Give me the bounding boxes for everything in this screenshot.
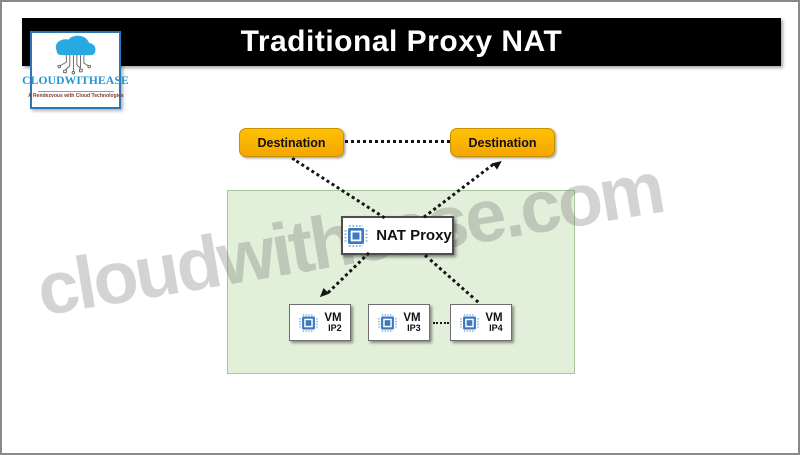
brand-logo: CLOUDWITHEASE A Rendezvous with Cloud Te… <box>22 31 129 109</box>
vm-node-ip4: VM IP4 <box>450 304 512 341</box>
vm-ip-label: IP2 <box>328 322 342 333</box>
vm-ip-label: IP3 <box>407 322 421 333</box>
connector-destination-to-destination <box>345 140 450 143</box>
arrowhead-icon <box>492 157 505 170</box>
nat-proxy-label: NAT Proxy <box>376 227 452 244</box>
brand-tagline: A Rendezvous with Cloud Technologies <box>27 92 124 99</box>
vm-label: VM <box>485 311 503 324</box>
chip-icon <box>299 313 319 332</box>
destination-label: Destination <box>468 135 537 150</box>
vm-label: VM <box>403 311 421 324</box>
chip-icon <box>344 224 368 247</box>
vm-node-ip2: VM IP2 <box>289 304 351 341</box>
chip-icon <box>460 313 480 332</box>
vm-label: VM <box>324 311 342 324</box>
title-bar: Traditional Proxy NAT <box>22 18 781 66</box>
cloud-circuit-icon <box>55 35 95 75</box>
destination-node-right: Destination <box>450 128 555 157</box>
nat-proxy-node: NAT Proxy <box>341 216 454 255</box>
vm-ip-label: IP4 <box>489 322 503 333</box>
brand-name: CLOUDWITHEASE <box>22 75 129 87</box>
logo-divider <box>37 90 114 92</box>
chip-icon <box>378 313 398 332</box>
page-title: Traditional Proxy NAT <box>240 25 563 58</box>
vm-node-ip3: VM IP3 <box>368 304 430 341</box>
destination-node-left: Destination <box>239 128 344 157</box>
destination-label: Destination <box>257 135 326 150</box>
vm-ellipsis-connector <box>433 322 449 324</box>
